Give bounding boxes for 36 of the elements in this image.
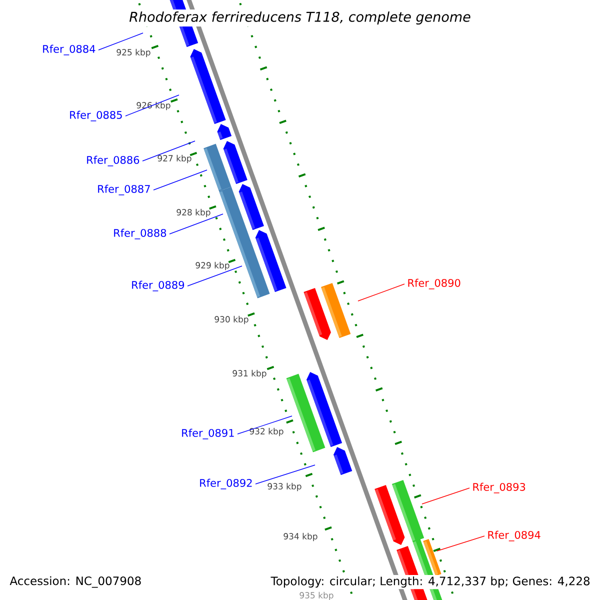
leader-line: [142, 140, 196, 162]
gene-label: Rfer_0885: [70, 110, 122, 122]
gene-label: Rfer_0887: [98, 184, 150, 196]
gene-label: Rfer_0888: [114, 228, 166, 240]
scale-label: 928 kbp: [176, 208, 210, 218]
gene-label: Rfer_0886: [87, 156, 140, 166]
scale-label: 931 kbp: [232, 370, 266, 378]
genome-info-label: Topology: circular; Length: 4,712,337 bp; Genes: 4,228: [269, 574, 592, 590]
leader-line: [436, 536, 485, 552]
gene-label: Rfer_0894: [488, 530, 540, 542]
accession-label: Accession: NC_007908: [8, 574, 144, 590]
leader-line: [237, 416, 292, 434]
leader-line: [422, 488, 470, 504]
scale-label: 927 kbp: [158, 154, 192, 164]
scale-label: 935 kbp: [300, 592, 334, 600]
scale-label: 929 kbp: [196, 262, 230, 270]
leader-line: [255, 464, 316, 484]
leader-line: [125, 94, 180, 116]
scale-label: 925 kbp: [116, 48, 150, 58]
leader-line: [358, 284, 405, 302]
gene-label: Rfer_0890: [408, 278, 460, 290]
leader-line: [187, 266, 242, 286]
scale-label: 932 kbp: [250, 428, 284, 436]
gene-label: Rfer_0884: [43, 44, 96, 56]
gene-label: Rfer_0889: [132, 280, 184, 292]
gene-label: Rfer_0891: [182, 428, 234, 440]
scale-label: 930 kbp: [214, 316, 248, 324]
leader-line: [98, 32, 144, 50]
scale-label: 926 kbp: [136, 102, 170, 110]
scale-label: 933 kbp: [268, 482, 302, 492]
leader-line: [169, 214, 224, 234]
gene-label: Rfer_0892: [200, 478, 252, 490]
gene-label: Rfer_0893: [473, 482, 526, 494]
leader-line: [153, 170, 208, 190]
title: Rhodoferax ferrireducens T118, complete genome: [127, 9, 473, 27]
scale-label: 934 kbp: [284, 532, 318, 542]
